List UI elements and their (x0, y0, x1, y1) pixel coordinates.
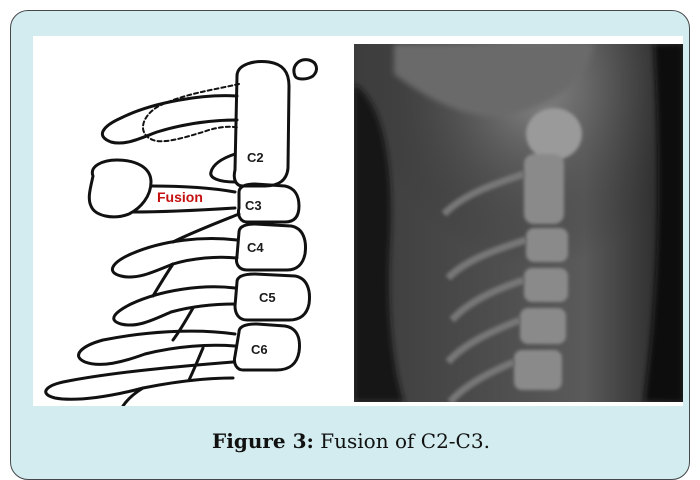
label-c3: C3 (245, 198, 262, 213)
c2-arch-outline (102, 96, 237, 143)
c6-arch-outline (79, 331, 235, 364)
figure-caption: Figure 3: Fusion of C2-C3. (11, 429, 691, 453)
label-fusion: Fusion (157, 189, 203, 205)
fused-arch-outline (89, 160, 151, 217)
figure-caption-label: Figure 3: (212, 429, 314, 453)
label-c2: C2 (247, 150, 264, 165)
ossicle-outline (294, 60, 317, 79)
label-c6: C6 (251, 342, 268, 357)
vertebrae-diagram-svg: C2 Fusion C3 C4 C5 C6 (33, 36, 343, 406)
vertebrae-diagram: C2 Fusion C3 C4 C5 C6 (33, 36, 343, 406)
c2-spur-outline (211, 154, 235, 182)
label-c5: C5 (259, 290, 276, 305)
cervical-spine-radiograph (354, 44, 683, 402)
c4-arch-outline (112, 239, 237, 278)
xray-image (354, 44, 683, 402)
c2-body-outline (234, 62, 289, 186)
figure-image-area: C2 Fusion C3 C4 C5 C6 (33, 36, 683, 406)
figure-caption-text: Fusion of C2-C3. (320, 429, 490, 453)
figure-card: C2 Fusion C3 C4 C5 C6 (10, 10, 690, 480)
c5-arch-outline (114, 287, 235, 325)
c5-lamina-outline (173, 308, 193, 340)
label-c4: C4 (247, 240, 264, 255)
fused-bridge-lower (133, 208, 235, 212)
c7-arch-outline (46, 362, 233, 399)
